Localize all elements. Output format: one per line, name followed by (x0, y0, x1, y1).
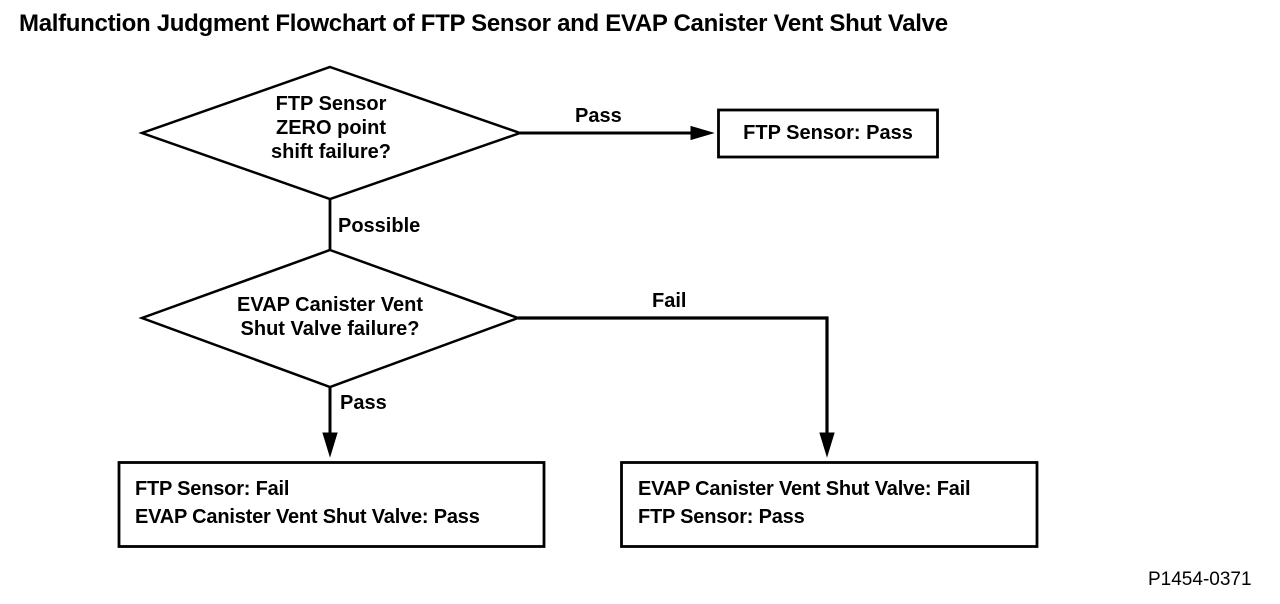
result-bottom-left-text: FTP Sensor: Fail EVAP Canister Vent Shut… (135, 475, 480, 531)
result-bottom-left-line1: FTP Sensor: Fail (135, 478, 290, 500)
decision2-line1: EVAP Canister Vent (237, 294, 423, 316)
edge-label-possible: Possible (338, 215, 421, 237)
decision2-line2: Shut Valve failure? (240, 318, 420, 340)
result-bottom-left-line2: EVAP Canister Vent Shut Valve: Pass (135, 506, 480, 528)
edge-label-pass-top: Pass (575, 105, 622, 127)
decision2-text: EVAP Canister Vent Shut Valve failure? (142, 293, 518, 341)
figure-id-label: P1454-0371 (1148, 569, 1252, 590)
decision1-line1: FTP Sensor (275, 93, 387, 115)
result-bottom-left-box (117, 461, 546, 548)
edge-label-fail: Fail (652, 290, 687, 312)
decision1-line2: ZERO point (276, 117, 386, 139)
edge-fail-arrowhead (819, 432, 835, 458)
decision1-line3: shift failure? (270, 141, 391, 163)
edge-fail-polyline (518, 316, 829, 436)
page-title: Malfunction Judgment Flowchart of FTP Se… (19, 10, 948, 37)
edge-pass-top-arrowhead (690, 125, 715, 141)
edge-label-pass-bottom: Pass (340, 392, 387, 414)
result-bottom-right-line2: FTP Sensor: Pass (638, 506, 805, 528)
decision1-text: FTP Sensor ZERO point shift failure? (142, 92, 520, 164)
edge-pass-bottom-arrowhead (322, 432, 338, 458)
result-bottom-right-text: EVAP Canister Vent Shut Valve: Fail FTP … (638, 475, 971, 531)
result-bottom-right-line1: EVAP Canister Vent Shut Valve: Fail (638, 478, 971, 500)
result-top-text: FTP Sensor: Pass (743, 122, 913, 144)
result-bottom-right-box (620, 461, 1039, 548)
result-top-box (717, 108, 939, 159)
